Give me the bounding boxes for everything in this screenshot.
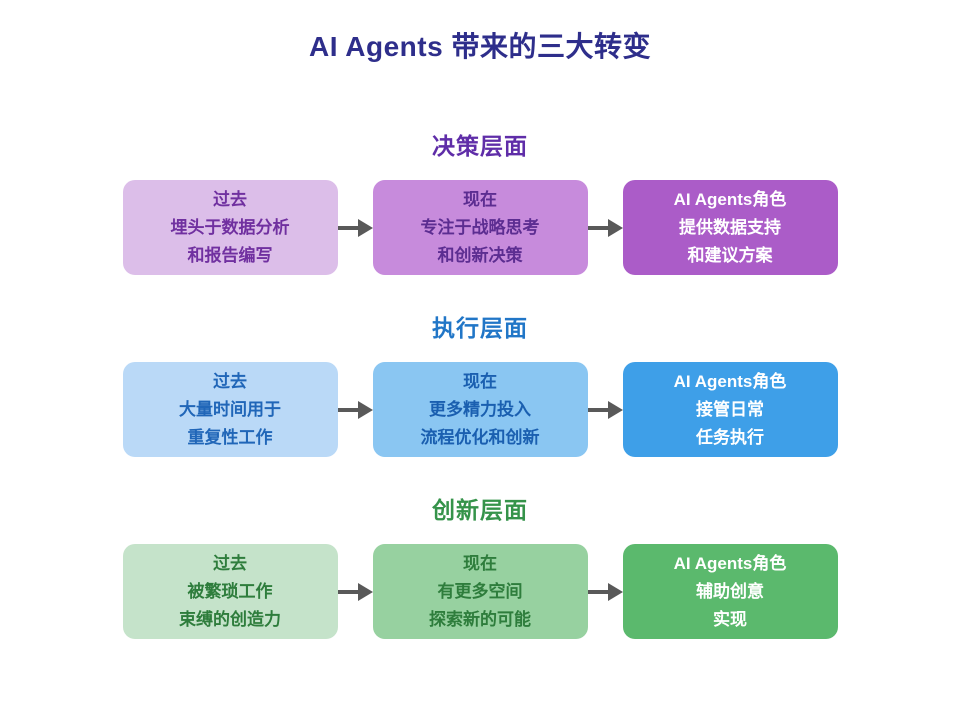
box-line: 辅助创意 [696,581,764,601]
box-line: 现在 [463,371,497,391]
arrow-right-icon [587,362,623,457]
arrow-right-icon [587,180,623,275]
box-line: 提供数据支持 [679,217,781,237]
box-line: 专注于战略思考 [420,217,540,237]
box-line: 大量时间用于 [179,399,281,419]
box-line: AI Agents角色 [673,189,787,209]
box-line: 现在 [463,189,497,209]
box-line: 更多精力投入 [429,399,531,419]
section-decision-row: 过去 埋头于数据分析 和报告编写 现在 专注于战略思考 和创新决策 AI Age… [0,180,960,275]
box-line: 过去 [213,189,247,209]
box-line: 有更多空间 [437,581,523,601]
decision-agent-role-box: AI Agents角色 提供数据支持 和建议方案 [622,180,838,275]
arrow-right-icon [587,544,623,639]
section-execution-heading: 执行层面 [432,315,528,341]
box-line: 探索新的可能 [429,609,531,629]
box-line: 过去 [213,553,247,573]
decision-past-box: 过去 埋头于数据分析 和报告编写 [122,180,338,275]
page-title: AI Agents 带来的三大转变 [309,31,651,62]
execution-now-box: 现在 更多精力投入 流程优化和创新 [372,362,588,457]
arrow-right-icon [337,362,373,457]
innovation-agent-role-box: AI Agents角色 辅助创意 实现 [622,544,838,639]
box-line: 流程优化和创新 [420,427,540,447]
box-line: 和建议方案 [687,245,773,265]
section-innovation-heading: 创新层面 [432,497,528,523]
box-line: 埋头于数据分析 [170,217,290,237]
execution-agent-role-box: AI Agents角色 接管日常 任务执行 [622,362,838,457]
execution-past-box: 过去 大量时间用于 重复性工作 [122,362,338,457]
section-execution-row: 过去 大量时间用于 重复性工作 现在 更多精力投入 流程优化和创新 AI Age… [0,362,960,457]
box-line: 和创新决策 [437,245,523,265]
box-line: 实现 [713,609,747,629]
arrow-right-icon [337,544,373,639]
box-line: 束缚的创造力 [179,609,281,629]
box-line: 重复性工作 [187,427,273,447]
box-line: AI Agents角色 [673,553,787,573]
arrow-right-icon [337,180,373,275]
section-decision-heading: 决策层面 [432,133,528,159]
section-decision: 决策层面 过去 埋头于数据分析 和报告编写 现在 专注于战略思考 和创新决策 A [0,133,960,275]
section-innovation: 创新层面 过去 被繁琐工作 束缚的创造力 现在 有更多空间 探索新的可能 AI [0,497,960,639]
section-execution: 执行层面 过去 大量时间用于 重复性工作 现在 更多精力投入 流程优化和创新 A [0,315,960,457]
box-line: AI Agents角色 [673,371,787,391]
box-line: 被繁琐工作 [187,581,273,601]
box-line: 和报告编写 [187,245,273,265]
box-line: 过去 [213,371,247,391]
innovation-now-box: 现在 有更多空间 探索新的可能 [372,544,588,639]
box-line: 任务执行 [696,427,764,447]
box-line: 接管日常 [696,399,764,419]
innovation-past-box: 过去 被繁琐工作 束缚的创造力 [122,544,338,639]
box-line: 现在 [463,553,497,573]
decision-now-box: 现在 专注于战略思考 和创新决策 [372,180,588,275]
section-innovation-row: 过去 被繁琐工作 束缚的创造力 现在 有更多空间 探索新的可能 AI Agent… [0,544,960,639]
